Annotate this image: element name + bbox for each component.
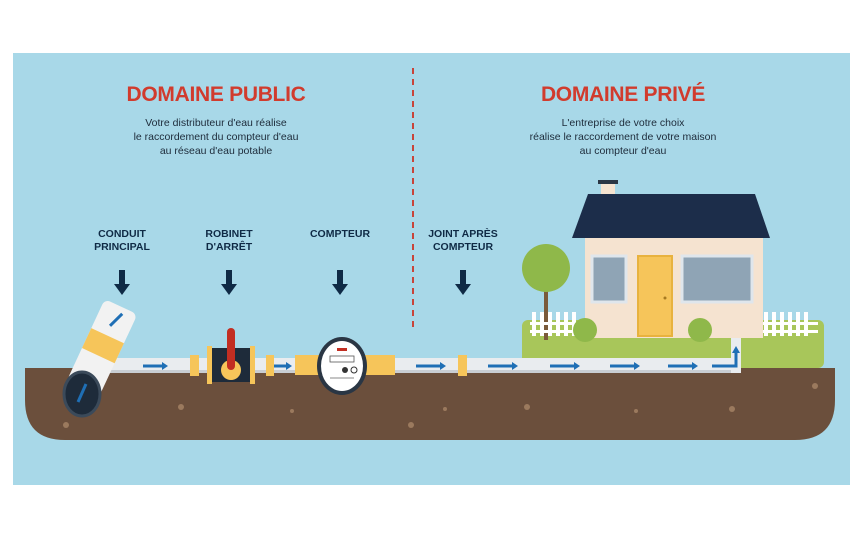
house xyxy=(572,180,770,342)
private-domain-title: DOMAINE PRIVÉ xyxy=(540,83,706,106)
label-line: COMPTEUR xyxy=(432,241,494,253)
public-domain-description: Votre distributeur d'eau réalise le racc… xyxy=(66,116,366,158)
desc-line: le raccordement du compteur d'eau xyxy=(133,131,299,143)
label-stop-valve: ROBINET D'ARRÊT xyxy=(174,228,284,254)
desc-line: L'entreprise de votre choix xyxy=(561,117,685,129)
label-line: COMPTEUR xyxy=(309,228,371,240)
label-line: D'ARRÊT xyxy=(205,241,253,253)
label-joint-after-meter: JOINT APRÈS COMPTEUR xyxy=(408,228,518,254)
desc-line: Votre distributeur d'eau réalise xyxy=(145,117,287,129)
ground xyxy=(25,368,835,440)
pipe-joint xyxy=(190,355,199,376)
desc-line: réalise le raccordement de votre maison xyxy=(529,131,717,143)
label-line: ROBINET xyxy=(205,228,253,240)
label-line: JOINT APRÈS xyxy=(428,228,498,240)
label-meter: COMPTEUR xyxy=(285,228,395,241)
label-arrows xyxy=(114,270,471,295)
desc-line: au compteur d'eau xyxy=(579,145,667,157)
label-line: CONDUIT xyxy=(98,228,146,240)
label-main-conduit: CONDUIT PRINCIPAL xyxy=(67,228,177,254)
tree xyxy=(522,244,570,340)
fence xyxy=(530,312,818,336)
stop-valve xyxy=(207,328,274,384)
public-domain-title: DOMAINE PUBLIC xyxy=(126,83,306,106)
flow-arrows xyxy=(143,346,740,370)
joint-after-meter xyxy=(458,355,467,376)
water-meter xyxy=(295,337,395,395)
main-conduit xyxy=(62,301,136,418)
soil-stones xyxy=(63,383,818,428)
private-domain-description: L'entreprise de votre choix réalise le r… xyxy=(473,116,773,158)
label-line: PRINCIPAL xyxy=(94,241,150,253)
desc-line: au réseau d'eau potable xyxy=(159,145,273,157)
roof xyxy=(572,194,770,238)
